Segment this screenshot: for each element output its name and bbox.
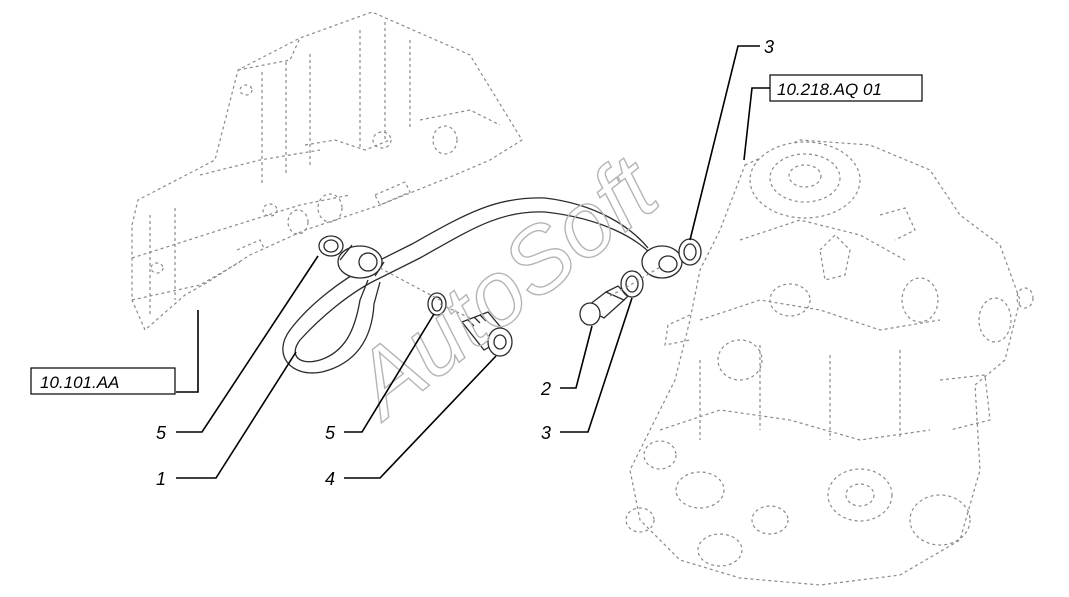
callout-seal-ring-pump: 3 xyxy=(541,423,551,443)
assembly-axis-right xyxy=(609,265,663,297)
assembly-axis-left xyxy=(379,267,471,319)
seal-ring-left xyxy=(318,235,344,257)
banjo-bolt-block xyxy=(460,311,513,357)
leader-engine-block xyxy=(176,310,199,393)
callout-seal-ring-left: 5 xyxy=(156,423,167,443)
ref-engine-block-box: 10.101.AA xyxy=(30,367,176,395)
leader-seal-ring-left xyxy=(176,255,319,433)
callout-banjo-bolt-pump: 2 xyxy=(540,379,551,399)
banjo-bolt-pump xyxy=(579,285,629,326)
seal-ring-top xyxy=(678,238,702,266)
leader-banjo-bolt-block xyxy=(344,355,497,479)
ref-injection-pump-label: 10.218.AQ 01 xyxy=(777,80,882,99)
callout-pipe: 1 xyxy=(156,469,166,489)
leader-seal-ring-pump xyxy=(560,297,633,433)
seal-ring-center xyxy=(427,292,447,316)
ref-engine-block-label: 10.101.AA xyxy=(40,373,119,392)
ref-injection-pump-box: 10.218.AQ 01 xyxy=(769,74,923,102)
fuel-pipe xyxy=(282,197,683,374)
leader-seal-ring-top xyxy=(689,45,760,241)
leader-lines xyxy=(176,45,770,479)
injection-pump-outline xyxy=(625,139,1034,586)
callout-seal-ring-center: 5 xyxy=(325,423,336,443)
callout-banjo-bolt-block: 4 xyxy=(325,469,335,489)
leader-seal-ring-center xyxy=(344,313,435,433)
leader-banjo-bolt-pump xyxy=(560,325,593,389)
leader-injection-pump xyxy=(743,87,770,161)
engine-block-outline xyxy=(131,11,523,331)
callout-seal-ring-top: 3 xyxy=(764,37,774,57)
leader-pipe xyxy=(176,351,297,479)
